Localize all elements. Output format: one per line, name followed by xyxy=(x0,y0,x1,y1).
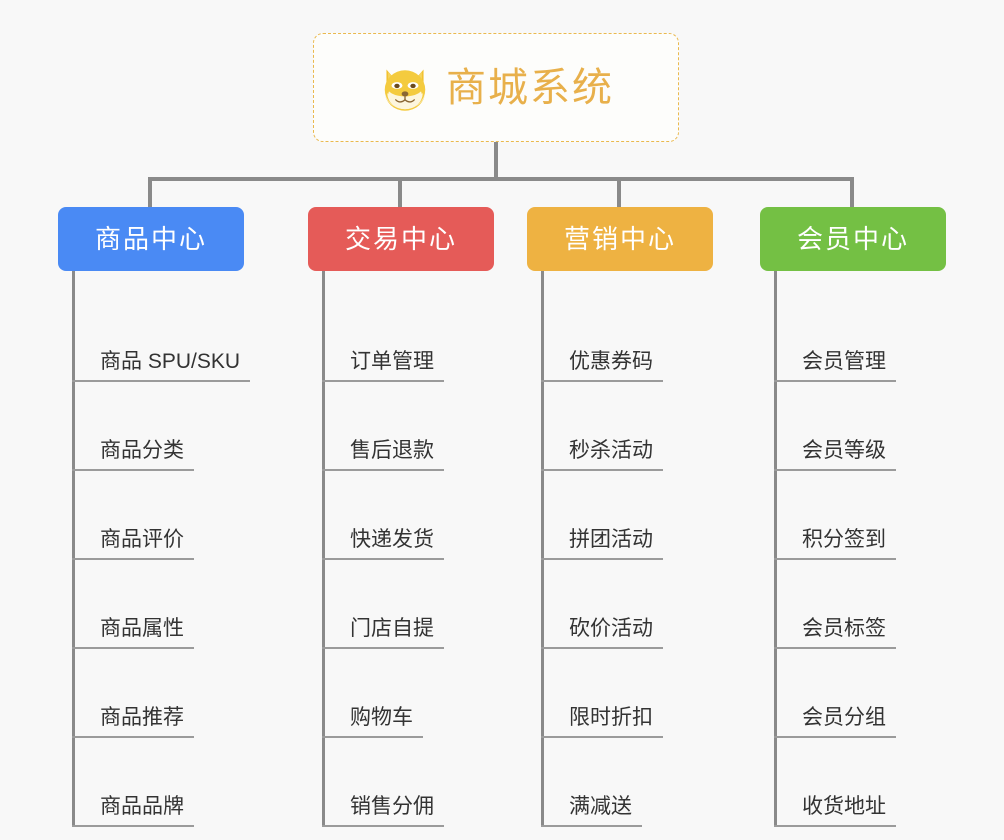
connector-bus xyxy=(148,177,854,181)
leaf-item[interactable]: 商品 SPU/SKU xyxy=(58,293,251,382)
branch-trunk-4 xyxy=(774,271,777,827)
leaf-label: 秒杀活动 xyxy=(541,438,663,471)
leaf-item[interactable]: 会员标签 xyxy=(760,560,946,649)
leaf-label: 商品品牌 xyxy=(72,794,194,827)
branch-column-3: 营销中心 优惠券码 秒杀活动 拼团活动 砍价活动 限时折扣 满减送 xyxy=(527,207,713,827)
branch-column-1: 商品中心 商品 SPU/SKU 商品分类 商品评价 商品属性 商品推荐 商品品牌 xyxy=(58,207,251,827)
leaf-item[interactable]: 拼团活动 xyxy=(527,471,713,560)
leaf-list-1: 商品 SPU/SKU 商品分类 商品评价 商品属性 商品推荐 商品品牌 xyxy=(58,271,251,827)
branch-header-2[interactable]: 交易中心 xyxy=(308,207,494,271)
shiba-dog-emoji-icon xyxy=(384,68,426,111)
leaf-label: 会员分组 xyxy=(774,705,896,738)
leaf-label: 优惠券码 xyxy=(541,349,663,382)
connector-drop-3 xyxy=(617,177,621,208)
leaf-item[interactable]: 购物车 xyxy=(308,649,494,738)
leaf-item[interactable]: 会员等级 xyxy=(760,382,946,471)
connector-drop-4 xyxy=(850,177,854,208)
leaf-label: 商品属性 xyxy=(72,616,194,649)
leaf-item[interactable]: 商品推荐 xyxy=(58,649,244,738)
leaf-item[interactable]: 商品评价 xyxy=(58,471,244,560)
leaf-label: 砍价活动 xyxy=(541,616,663,649)
leaf-label: 售后退款 xyxy=(322,438,444,471)
leaf-label: 商品 SPU/SKU xyxy=(72,349,251,382)
leaf-item[interactable]: 门店自提 xyxy=(308,560,494,649)
leaf-item[interactable]: 商品属性 xyxy=(58,560,244,649)
leaf-label: 拼团活动 xyxy=(541,527,663,560)
connector-stem xyxy=(494,142,498,179)
leaf-item[interactable]: 收货地址 xyxy=(760,738,946,827)
leaf-item[interactable]: 满减送 xyxy=(527,738,713,827)
leaf-list-2: 订单管理 售后退款 快递发货 门店自提 购物车 销售分佣 xyxy=(308,271,494,827)
leaf-label: 积分签到 xyxy=(774,527,896,560)
branch-header-4[interactable]: 会员中心 xyxy=(760,207,946,271)
leaf-label: 会员标签 xyxy=(774,616,896,649)
branch-trunk-3 xyxy=(541,271,544,827)
leaf-label: 会员管理 xyxy=(774,349,896,382)
leaf-label: 商品评价 xyxy=(72,527,194,560)
leaf-item[interactable]: 秒杀活动 xyxy=(527,382,713,471)
leaf-item[interactable]: 商品品牌 xyxy=(58,738,244,827)
leaf-list-4: 会员管理 会员等级 积分签到 会员标签 会员分组 收货地址 xyxy=(760,271,946,827)
leaf-list-3: 优惠券码 秒杀活动 拼团活动 砍价活动 限时折扣 满减送 xyxy=(527,271,713,827)
leaf-item[interactable]: 优惠券码 xyxy=(527,293,713,382)
leaf-label: 销售分佣 xyxy=(322,794,444,827)
leaf-item[interactable]: 售后退款 xyxy=(308,382,494,471)
leaf-label: 购物车 xyxy=(322,705,423,738)
leaf-label: 商品分类 xyxy=(72,438,194,471)
leaf-label: 快递发货 xyxy=(322,527,444,560)
leaf-label: 商品推荐 xyxy=(72,705,194,738)
leaf-item[interactable]: 砍价活动 xyxy=(527,560,713,649)
root-title: 商城系统 xyxy=(446,65,614,110)
root-node[interactable]: 商城系统 xyxy=(313,33,679,142)
leaf-item[interactable]: 销售分佣 xyxy=(308,738,494,827)
branch-column-4: 会员中心 会员管理 会员等级 积分签到 会员标签 会员分组 收货地址 xyxy=(760,207,946,827)
connector-drop-2 xyxy=(398,177,402,208)
leaf-item[interactable]: 会员管理 xyxy=(760,293,946,382)
leaf-label: 门店自提 xyxy=(322,616,444,649)
branch-trunk-1 xyxy=(72,271,75,827)
connector-drop-1 xyxy=(148,177,152,208)
leaf-label: 会员等级 xyxy=(774,438,896,471)
leaf-item[interactable]: 商品分类 xyxy=(58,382,244,471)
leaf-label: 限时折扣 xyxy=(541,705,663,738)
branch-header-3[interactable]: 营销中心 xyxy=(527,207,713,271)
branch-trunk-2 xyxy=(322,271,325,827)
leaf-item[interactable]: 订单管理 xyxy=(308,293,494,382)
leaf-label: 收货地址 xyxy=(774,794,896,827)
leaf-item[interactable]: 积分签到 xyxy=(760,471,946,560)
leaf-item[interactable]: 会员分组 xyxy=(760,649,946,738)
leaf-label: 满减送 xyxy=(541,794,642,827)
leaf-item[interactable]: 限时折扣 xyxy=(527,649,713,738)
branch-header-1[interactable]: 商品中心 xyxy=(58,207,244,271)
leaf-label: 订单管理 xyxy=(322,349,444,382)
leaf-item[interactable]: 快递发货 xyxy=(308,471,494,560)
branch-column-2: 交易中心 订单管理 售后退款 快递发货 门店自提 购物车 销售分佣 xyxy=(308,207,494,827)
